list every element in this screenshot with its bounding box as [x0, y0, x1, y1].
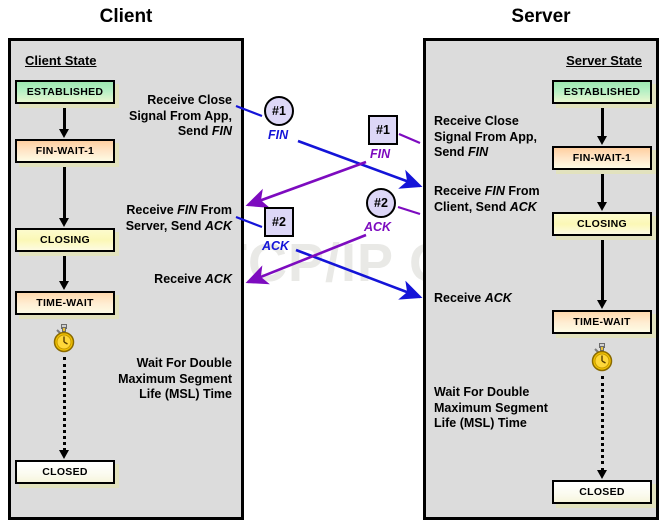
arrow-head — [59, 218, 69, 227]
server-state-heading: Server State — [566, 53, 642, 68]
arrow-shaft — [601, 172, 604, 203]
client-state-closing: CLOSING — [15, 228, 115, 252]
server-state-time-wait: TIME-WAIT — [552, 310, 652, 334]
server-state-fin-wait-1: FIN-WAIT-1 — [552, 146, 652, 170]
client-event-wait-msl: Wait For Double Maximum Segment Life (MS… — [86, 356, 232, 403]
server-column-title: Server — [511, 6, 571, 27]
event-line-2: Signal From App, — [434, 129, 538, 144]
message-label-client-fin: FIN — [268, 128, 289, 142]
server-event-receive-ack: Receive ACK — [434, 291, 584, 307]
server-transition-timewait-to-closed — [597, 376, 608, 479]
event-emphasis-ack: ACK — [509, 199, 537, 214]
client-state-established: ESTABLISHED — [15, 80, 115, 104]
leader-server-fin-marker — [398, 132, 421, 145]
client-msl-timer-stopwatch-icon — [51, 324, 77, 354]
event-line-1: Receive Close — [147, 93, 232, 107]
client-column-title: Client — [99, 6, 153, 27]
event-line-1: Receive — [434, 291, 485, 305]
leader-client-fin-marker — [235, 104, 263, 118]
leader-server-ack-marker — [397, 205, 421, 216]
client-event-send-fin: Receive Close Signal From App, Send FIN — [96, 93, 232, 140]
event-line-1: Receive Close — [434, 114, 519, 128]
arrow-head — [597, 202, 607, 211]
event-line-1: Wait For Double — [434, 385, 530, 399]
event-emphasis-fin: FIN — [468, 145, 489, 159]
event-line-2: Client, Send — [434, 199, 510, 214]
event-line-3: Life (MSL) Time — [139, 387, 232, 401]
leader-client-ack-marker — [235, 215, 263, 229]
event-emphasis-fin: FIN — [177, 203, 198, 217]
event-line-1b: From — [197, 203, 232, 217]
message-marker-client-fin: #1 — [264, 96, 294, 126]
event-line-3: Life (MSL) Time — [434, 416, 527, 430]
arrow-head — [59, 281, 69, 290]
client-state-closed: CLOSED — [15, 460, 115, 484]
client-event-receive-ack: Receive ACK — [96, 272, 232, 288]
arrow-head — [597, 136, 607, 145]
arrow-shaft-dotted — [601, 376, 604, 471]
event-emphasis-ack: ACK — [204, 272, 232, 286]
arrow-shaft — [601, 238, 604, 301]
server-panel: Server State — [423, 38, 659, 520]
event-emphasis-ack: ACK — [204, 218, 232, 233]
message-marker-server-fin: #1 — [368, 115, 398, 145]
message-label-server-ack: ACK — [364, 220, 392, 234]
server-msl-timer-stopwatch-icon — [589, 343, 615, 373]
client-state-time-wait: TIME-WAIT — [15, 291, 115, 315]
message-label-server-fin: FIN — [370, 147, 391, 161]
event-line-2: Maximum Segment — [118, 371, 232, 386]
client-transition-finwait1-to-closing — [59, 165, 70, 227]
event-line-3: Send — [434, 145, 469, 159]
event-emphasis-fin: FIN — [484, 184, 505, 198]
arrow-shaft — [601, 106, 604, 137]
arrow-client-ack-to-server — [295, 248, 423, 300]
message-marker-server-ack: #2 — [366, 188, 396, 218]
client-transition-established-to-finwait1 — [59, 106, 70, 138]
event-line-1: Wait For Double — [136, 356, 232, 370]
server-event-wait-msl: Wait For Double Maximum Segment Life (MS… — [434, 385, 586, 432]
arrow-shaft — [63, 165, 66, 219]
client-transition-closing-to-timewait — [59, 254, 70, 290]
client-transition-timewait-to-closed — [59, 357, 70, 459]
arrow-head — [597, 470, 607, 479]
event-line-1b: From — [504, 184, 540, 198]
server-state-closed: CLOSED — [552, 480, 652, 504]
server-state-established: ESTABLISHED — [552, 80, 652, 104]
arrow-shaft — [63, 106, 66, 130]
arrow-head — [59, 129, 69, 138]
client-state-heading: Client State — [25, 53, 97, 68]
server-transition-finwait1-to-closing — [597, 172, 608, 211]
event-line-2: Signal From App, — [128, 108, 232, 123]
arrow-shaft — [63, 254, 66, 282]
event-line-3: Send — [177, 124, 212, 138]
message-label-client-ack: ACK — [262, 239, 290, 253]
event-emphasis-ack: ACK — [484, 291, 512, 305]
message-marker-client-ack: #2 — [264, 207, 294, 237]
server-event-send-fin: Receive Close Signal From App, Send FIN — [434, 114, 584, 161]
event-line-2: Server, Send — [125, 218, 205, 233]
server-event-receive-fin: Receive FIN From Client, Send ACK — [434, 184, 586, 215]
server-state-closing: CLOSING — [552, 212, 652, 236]
server-transition-established-to-finwait1 — [597, 106, 608, 145]
event-emphasis-fin: FIN — [211, 124, 232, 138]
arrow-server-ack-to-client — [245, 233, 367, 285]
server-transition-closing-to-timewait — [597, 238, 608, 309]
arrow-head — [597, 300, 607, 309]
client-event-receive-fin: Receive FIN From Server, Send ACK — [86, 203, 232, 234]
client-state-fin-wait-1: FIN-WAIT-1 — [15, 139, 115, 163]
event-line-2: Maximum Segment — [434, 400, 548, 415]
arrow-shaft-dotted — [63, 357, 66, 451]
arrow-server-fin-to-client — [245, 160, 367, 208]
event-line-1a: Receive — [126, 203, 178, 217]
arrow-head — [59, 450, 69, 459]
event-line-1a: Receive — [434, 184, 485, 198]
event-line-1: Receive — [154, 272, 205, 286]
client-panel: Client State — [8, 38, 244, 520]
